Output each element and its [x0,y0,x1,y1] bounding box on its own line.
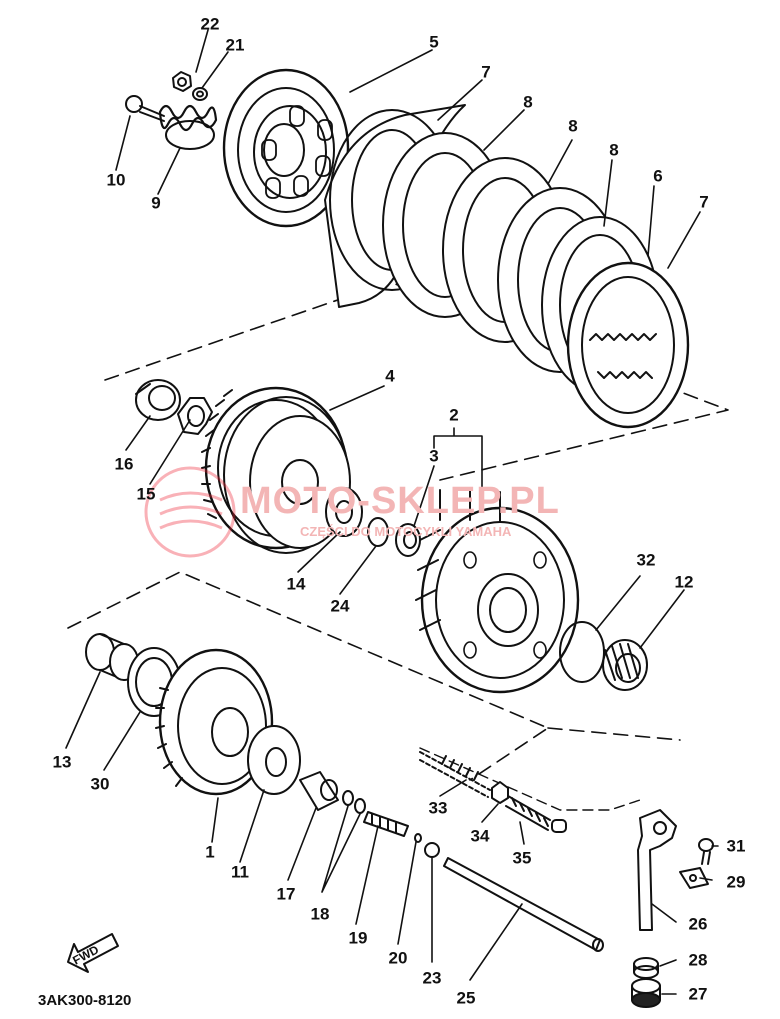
push-rod-19-shape [363,811,409,837]
label-part-7b: 7 [699,192,709,212]
frame-dash-shaft [419,747,641,811]
label-part-35: 35 [512,848,532,868]
label-part-7: 7 [481,62,491,82]
label-part-33: 33 [428,798,448,818]
label-part-24: 24 [330,596,350,616]
nut-34-shape [491,781,509,804]
push-lever-26-shape [637,809,677,931]
label-part-3: 3 [429,446,439,466]
circlip-32-shape [559,621,605,683]
label-part-21: 21 [225,35,245,55]
oil-seal-28-shape [633,957,659,979]
label-part-16: 16 [114,454,134,474]
label-part-29: 29 [726,872,746,892]
label-part-18: 18 [310,904,330,924]
plate-29-shape [679,867,709,889]
push-rod-17-shape [299,771,339,811]
clutch-housing-4-shape [201,386,351,554]
label-part-23: 23 [422,968,442,988]
label-part-30: 30 [90,774,110,794]
ball-23-shape [424,842,440,858]
label-part-9: 9 [151,193,161,213]
adjust-screw-33-shape [419,751,491,798]
thrust-washer-14-shape [325,487,363,537]
push-rod-25-shape [443,857,604,952]
label-part-10: 10 [106,170,126,190]
label-part-5: 5 [429,32,439,52]
watermark-text: MOTO-SKLEP.PL [240,480,560,522]
washer-21-shape [192,87,208,101]
diagram-code: 3AK300-8120 [38,992,132,1009]
clutch-boss-2-shape [415,489,580,694]
frame-dash-lower [67,571,681,781]
label-part-32: 32 [636,550,656,570]
pressure-plate-5-shape [222,68,350,228]
needle-bearing-12-shape [602,639,648,691]
label-part-12: 12 [674,572,694,592]
label-part-19: 19 [348,928,368,948]
label-part-25: 25 [456,988,476,1008]
spring-9-shape [158,104,218,150]
ball-20-shape [414,833,422,843]
label-part-8b: 8 [568,116,578,136]
lock-plate-15-shape [177,397,213,435]
label-part-6: 6 [653,166,663,186]
o-ring-18-shape [342,790,366,814]
label-part-22: 22 [200,14,220,34]
label-part-34: 34 [470,826,490,846]
label-part-1: 1 [205,842,215,862]
circlip-24-shape [367,517,389,547]
primary-drive-gear-1-shape [155,648,274,796]
label-part-17: 17 [276,884,296,904]
watermark-emblem [144,466,236,558]
bearing-16-shape [135,379,181,421]
label-part-28: 28 [688,950,708,970]
bolt-10-shape [125,95,165,122]
label-part-20: 20 [388,948,408,968]
label-part-8c: 8 [609,140,619,160]
label-part-15: 15 [136,484,156,504]
plate-11-shape [247,725,301,795]
label-part-13: 13 [52,752,72,772]
friction-plate-7-outer-shape [566,261,690,429]
label-part-4: 4 [385,366,395,386]
watermark-subtext: CZĘŚCI DO MOTOCYKLI YAMAHA [300,524,512,539]
label-part-8: 8 [523,92,533,112]
fwd-arrow-shape [67,933,119,973]
bush-27-shape [631,978,661,1008]
bolt-31-shape [698,838,714,865]
label-part-26: 26 [688,914,708,934]
label-part-31: 31 [726,836,746,856]
label-part-27: 27 [688,984,708,1004]
spring-35-shape [505,795,567,833]
nut-22-shape [172,71,192,92]
label-part-2: 2 [449,405,459,425]
label-part-11: 11 [231,862,249,882]
label-part-14: 14 [286,574,306,594]
